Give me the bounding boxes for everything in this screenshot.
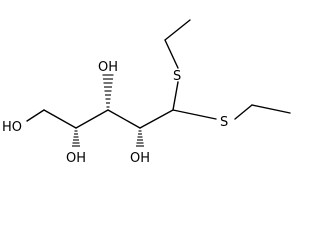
- hashed-wedge-c2-oh: [72, 130, 80, 147]
- bond-s2-ethyl-ch2: [234, 104, 253, 120]
- atom-label-oh-c2: OH: [66, 151, 86, 166]
- bond-c4-c5: [139, 109, 174, 129]
- bond-o1-c1: [26, 109, 45, 122]
- hashed-wedge-c3-oh: [102, 74, 114, 108]
- bond-s2-ethyl-ch3: [251, 104, 291, 114]
- chemical-structure: HO OH OH OH S S: [2, 19, 291, 166]
- bond-c5-s1: [172, 81, 179, 111]
- bond-s1-ethyl-ch2: [164, 39, 179, 69]
- hashed-wedge-c4-oh: [136, 130, 144, 147]
- bond-c2-c3: [75, 109, 109, 129]
- atom-label-oh-c4: OH: [130, 151, 150, 166]
- bond-s1-ethyl-ch3: [164, 19, 191, 41]
- atom-label-sulfur-1: S: [173, 69, 181, 84]
- atom-label-ho-terminal: HO: [2, 120, 22, 135]
- atom-label-sulfur-2: S: [220, 115, 228, 130]
- bond-c5-s2: [172, 109, 217, 120]
- atom-label-oh-c3: OH: [98, 60, 118, 75]
- bond-c3-c4: [107, 109, 141, 129]
- bond-c1-c2: [43, 109, 77, 129]
